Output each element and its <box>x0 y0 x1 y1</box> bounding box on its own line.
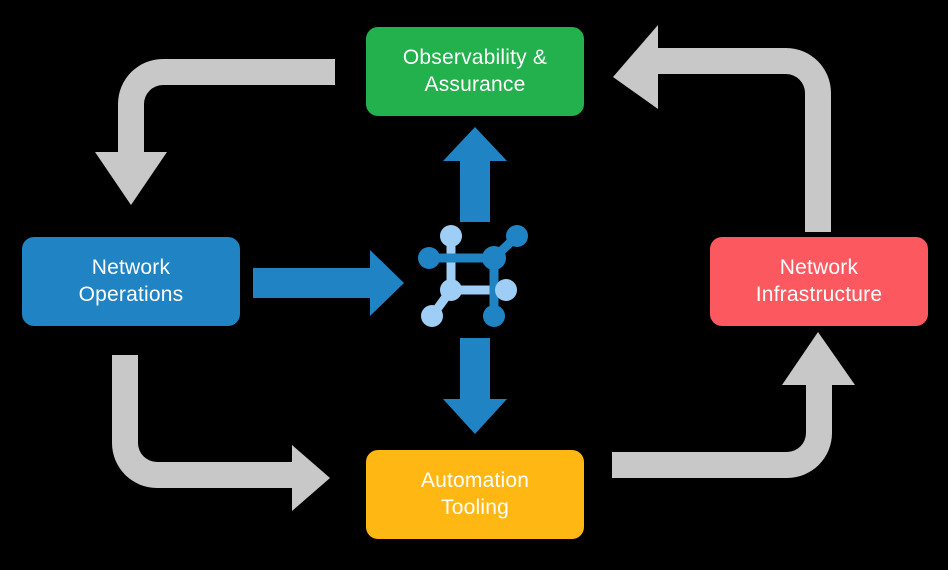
arrow-observability-to-operations <box>95 59 335 205</box>
node-box-network-operations[interactable]: Network Operations <box>22 237 240 326</box>
node-box-network-infrastructure[interactable]: Network Infrastructure <box>710 237 928 326</box>
arrow-infrastructure-to-observability <box>613 25 831 232</box>
node-box-automation-tooling[interactable]: Automation Tooling <box>366 450 584 539</box>
arrow-center-to-automation <box>443 338 507 434</box>
network-icon-nodes-strong <box>418 225 528 327</box>
node-label-network-infrastructure: Network Infrastructure <box>755 255 883 306</box>
node-label-network-operations: Network Operations <box>78 255 184 306</box>
network-icon-nodes-light <box>421 225 517 327</box>
arrow-operations-to-center <box>253 250 404 316</box>
arrow-center-to-observability <box>443 127 507 222</box>
node-label-observability-assurance: Observability & Assurance <box>402 45 548 96</box>
node-box-observability-assurance[interactable]: Observability & Assurance <box>366 27 584 116</box>
arrow-operations-to-automation <box>112 355 330 511</box>
arrow-automation-to-infrastructure <box>612 332 855 478</box>
network-topology-icon <box>418 225 528 327</box>
node-label-automation-tooling: Automation Tooling <box>420 468 530 519</box>
